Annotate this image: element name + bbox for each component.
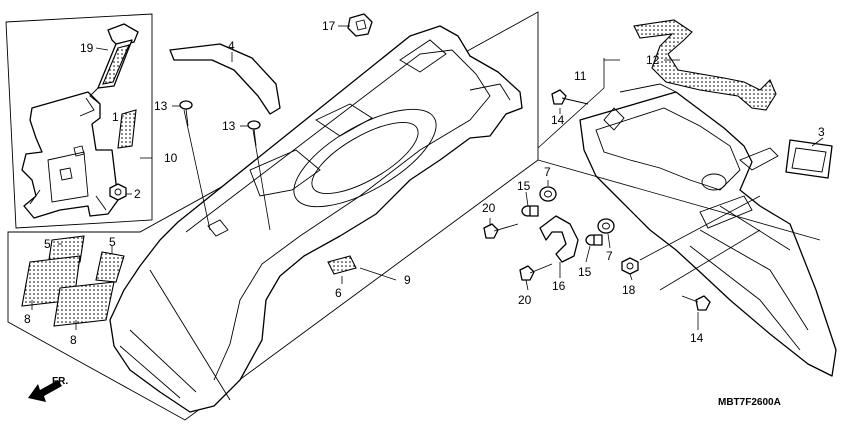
bolt-20b[interactable] xyxy=(519,263,553,281)
callout-20a: 20 xyxy=(482,201,496,215)
clamp-16[interactable] xyxy=(539,215,579,263)
nut-2[interactable] xyxy=(109,183,127,201)
callout-14b: 14 xyxy=(690,331,704,345)
group-box-10 xyxy=(5,13,153,229)
screw-13a[interactable] xyxy=(179,100,193,127)
clip-17[interactable] xyxy=(347,13,373,37)
callout-15b: 15 xyxy=(578,265,592,279)
bracket-assembly[interactable] xyxy=(21,91,119,219)
callout-10: 10 xyxy=(164,151,178,165)
callout-13a: 13 xyxy=(154,99,168,113)
pad-6[interactable] xyxy=(327,255,357,275)
reflector-3[interactable] xyxy=(785,139,833,179)
callout-6: 6 xyxy=(335,286,342,300)
screw-13b[interactable] xyxy=(247,120,261,147)
callout-3: 3 xyxy=(818,125,825,139)
seal-4[interactable] xyxy=(169,43,281,115)
callout-7a: 7 xyxy=(544,165,551,179)
grommet-7a[interactable] xyxy=(539,186,557,202)
collar-15a[interactable] xyxy=(521,205,539,217)
callout-8a: 8 xyxy=(24,312,31,326)
bolt-20a[interactable] xyxy=(483,223,519,239)
callout-20b: 20 xyxy=(518,293,532,307)
callout-2: 2 xyxy=(134,187,141,201)
pads-5-8[interactable] xyxy=(21,235,125,327)
front-direction-arrow: FR. xyxy=(28,376,68,402)
collar-15b[interactable] xyxy=(585,234,603,246)
callout-13b: 13 xyxy=(222,119,236,133)
callout-9: 9 xyxy=(404,273,411,287)
callout-5a: 5 xyxy=(44,237,51,251)
splash-guard[interactable] xyxy=(579,83,837,377)
bolt-14b[interactable] xyxy=(681,295,711,311)
callout-15a: 15 xyxy=(517,179,531,193)
bolt-14a[interactable] xyxy=(551,89,589,105)
callout-5b: 5 xyxy=(109,235,116,249)
grommet-7b[interactable] xyxy=(597,218,615,234)
diagram-code: MBT7F2600A xyxy=(718,397,781,408)
callout-1: 1 xyxy=(112,110,119,124)
callout-12: 12 xyxy=(646,53,660,67)
pad-1[interactable] xyxy=(117,109,137,149)
callout-16: 16 xyxy=(552,279,566,293)
callout-18: 18 xyxy=(622,283,636,297)
callout-8b: 8 xyxy=(70,333,77,347)
callout-17: 17 xyxy=(322,19,336,33)
strap-19[interactable] xyxy=(89,23,139,105)
front-indicator-label: FR. xyxy=(52,376,68,387)
callout-19: 19 xyxy=(80,41,94,55)
leader-lines xyxy=(31,25,824,330)
nut-18[interactable] xyxy=(621,257,639,275)
callout-11: 11 xyxy=(574,69,587,83)
callout-7b: 7 xyxy=(606,249,613,263)
callout-14a: 14 xyxy=(551,113,565,127)
rear-fender[interactable] xyxy=(109,25,523,413)
tube-12[interactable] xyxy=(633,19,777,111)
callout-4: 4 xyxy=(228,39,235,53)
